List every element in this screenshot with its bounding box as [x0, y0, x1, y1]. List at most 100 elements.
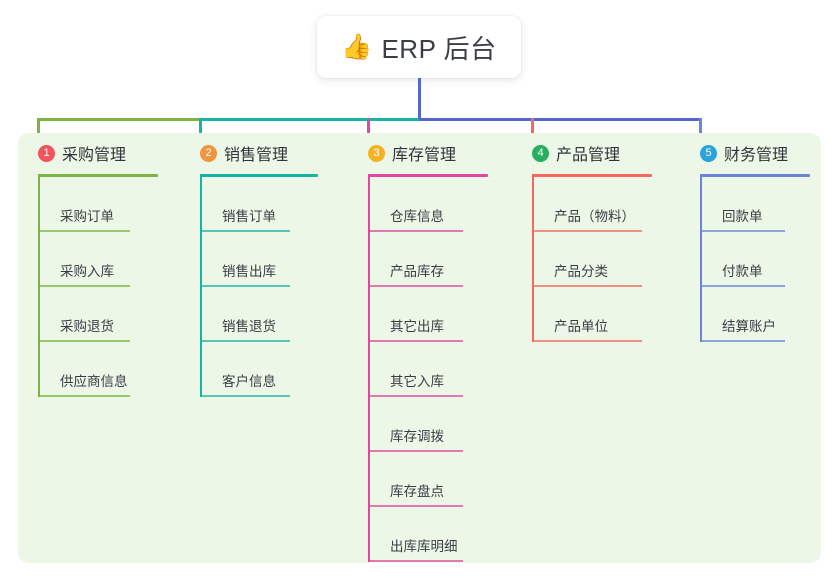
column-header-4[interactable]: 4 产品管理 [532, 141, 620, 165]
leaf-item[interactable]: 采购订单 [38, 198, 150, 232]
thumbs-up-icon: 👍 [341, 32, 373, 61]
leaf-item[interactable]: 仓库信息 [368, 198, 483, 232]
leaf-item-underline [200, 285, 290, 287]
leaf-item[interactable]: 付款单 [700, 253, 805, 287]
column-underline [700, 174, 810, 177]
root-node-card[interactable]: 👍 ERP 后台 [317, 16, 521, 78]
column-title: 财务管理 [724, 147, 789, 164]
column-title: 库存管理 [392, 147, 457, 164]
column-header-5[interactable]: 5 财务管理 [700, 141, 788, 165]
number-badge-icon: 2 [200, 144, 217, 162]
leaf-item[interactable]: 产品单位 [532, 308, 662, 342]
leaf-item-underline [38, 395, 130, 397]
leaf-item[interactable]: 产品（物料） [532, 198, 662, 232]
leaf-item-label: 销售退货 [222, 319, 276, 334]
leaf-item-underline [38, 285, 130, 287]
leaf-item[interactable]: 销售退货 [200, 308, 310, 342]
leaf-item-label: 产品库存 [390, 264, 444, 279]
leaf-item[interactable]: 产品库存 [368, 253, 483, 287]
leaf-item[interactable]: 回款单 [700, 198, 805, 232]
leaf-item[interactable]: 采购入库 [38, 253, 150, 287]
leaf-item-label: 销售订单 [222, 209, 276, 224]
leaf-item-underline [200, 230, 290, 232]
leaf-item-label: 其它入库 [390, 374, 444, 389]
connector-trunk-1 [37, 118, 199, 121]
column-underline [200, 174, 318, 177]
column-spine [532, 174, 534, 342]
branch-panel: 1 采购管理采购订单采购入库采购退货供应商信息 2 销售管理销售订单销售出库销售退货客… [18, 133, 821, 563]
leaf-item-underline [38, 230, 130, 232]
leaf-item[interactable]: 产品分类 [532, 253, 662, 287]
connector-drop-1 [37, 118, 40, 146]
number-badge-icon: 1 [38, 144, 55, 162]
leaf-item-underline [368, 505, 463, 507]
leaf-item-label: 其它出库 [390, 319, 444, 334]
column-spine [700, 174, 702, 342]
column-title: 采购管理 [62, 147, 127, 164]
column-spine [368, 174, 370, 562]
page-title: ERP 后台 [381, 33, 497, 64]
connector-trunk-2 [199, 118, 419, 121]
leaf-item-underline [38, 340, 130, 342]
leaf-item[interactable]: 采购退货 [38, 308, 150, 342]
leaf-item[interactable]: 供应商信息 [38, 363, 150, 397]
leaf-item-underline [700, 340, 785, 342]
leaf-item-label: 回款单 [722, 209, 763, 224]
number-badge-icon: 5 [700, 144, 717, 162]
leaf-item-label: 库存调拨 [390, 429, 444, 444]
connector-drop-5 [699, 118, 702, 146]
column-header-1[interactable]: 1 采购管理 [38, 141, 126, 165]
leaf-item[interactable]: 销售出库 [200, 253, 310, 287]
connector-drop-2 [199, 118, 202, 146]
leaf-item-label: 出库库明细 [390, 539, 458, 554]
leaf-item[interactable]: 销售订单 [200, 198, 310, 232]
leaf-item[interactable]: 结算账户 [700, 308, 805, 342]
leaf-item-label: 采购订单 [60, 209, 114, 224]
column-title: 销售管理 [224, 147, 289, 164]
number-badge-icon: 4 [532, 144, 549, 162]
column-underline [368, 174, 488, 177]
leaf-item-underline [368, 450, 463, 452]
leaf-item-underline [532, 340, 642, 342]
leaf-item-underline [532, 230, 642, 232]
leaf-item[interactable]: 出库库明细 [368, 528, 483, 562]
connector-trunk-3 [419, 118, 702, 121]
connector-drop-3 [367, 118, 370, 146]
leaf-item-label: 结算账户 [722, 319, 776, 334]
leaf-item-label: 供应商信息 [60, 374, 128, 389]
column-header-3[interactable]: 3 库存管理 [368, 141, 456, 165]
leaf-item[interactable]: 库存调拨 [368, 418, 483, 452]
leaf-item-label: 销售出库 [222, 264, 276, 279]
leaf-item-label: 产品分类 [554, 264, 608, 279]
leaf-item-underline [700, 230, 785, 232]
leaf-item[interactable]: 库存盘点 [368, 473, 483, 507]
leaf-item-underline [368, 340, 463, 342]
column-title: 产品管理 [556, 147, 621, 164]
leaf-item-label: 采购退货 [60, 319, 114, 334]
leaf-item-label: 仓库信息 [390, 209, 444, 224]
leaf-item-underline [700, 285, 785, 287]
root-node-content: 👍 ERP 后台 [341, 29, 496, 66]
leaf-item-underline [368, 230, 463, 232]
leaf-item-label: 产品单位 [554, 319, 608, 334]
leaf-item-underline [532, 285, 642, 287]
leaf-item-underline [368, 560, 463, 562]
connector-drop-4 [531, 118, 534, 146]
column-underline [38, 174, 158, 177]
column-header-2[interactable]: 2 销售管理 [200, 141, 288, 165]
leaf-item[interactable]: 其它入库 [368, 363, 483, 397]
connector-stem [418, 78, 421, 121]
leaf-item-underline [368, 285, 463, 287]
leaf-item-underline [200, 340, 290, 342]
leaf-item-label: 产品（物料） [554, 209, 635, 224]
leaf-item-label: 库存盘点 [390, 484, 444, 499]
leaf-item[interactable]: 客户信息 [200, 363, 310, 397]
leaf-item-underline [200, 395, 290, 397]
leaf-item[interactable]: 其它出库 [368, 308, 483, 342]
leaf-item-label: 采购入库 [60, 264, 114, 279]
leaf-item-label: 客户信息 [222, 374, 276, 389]
column-underline [532, 174, 652, 177]
leaf-item-underline [368, 395, 463, 397]
number-badge-icon: 3 [368, 144, 385, 162]
